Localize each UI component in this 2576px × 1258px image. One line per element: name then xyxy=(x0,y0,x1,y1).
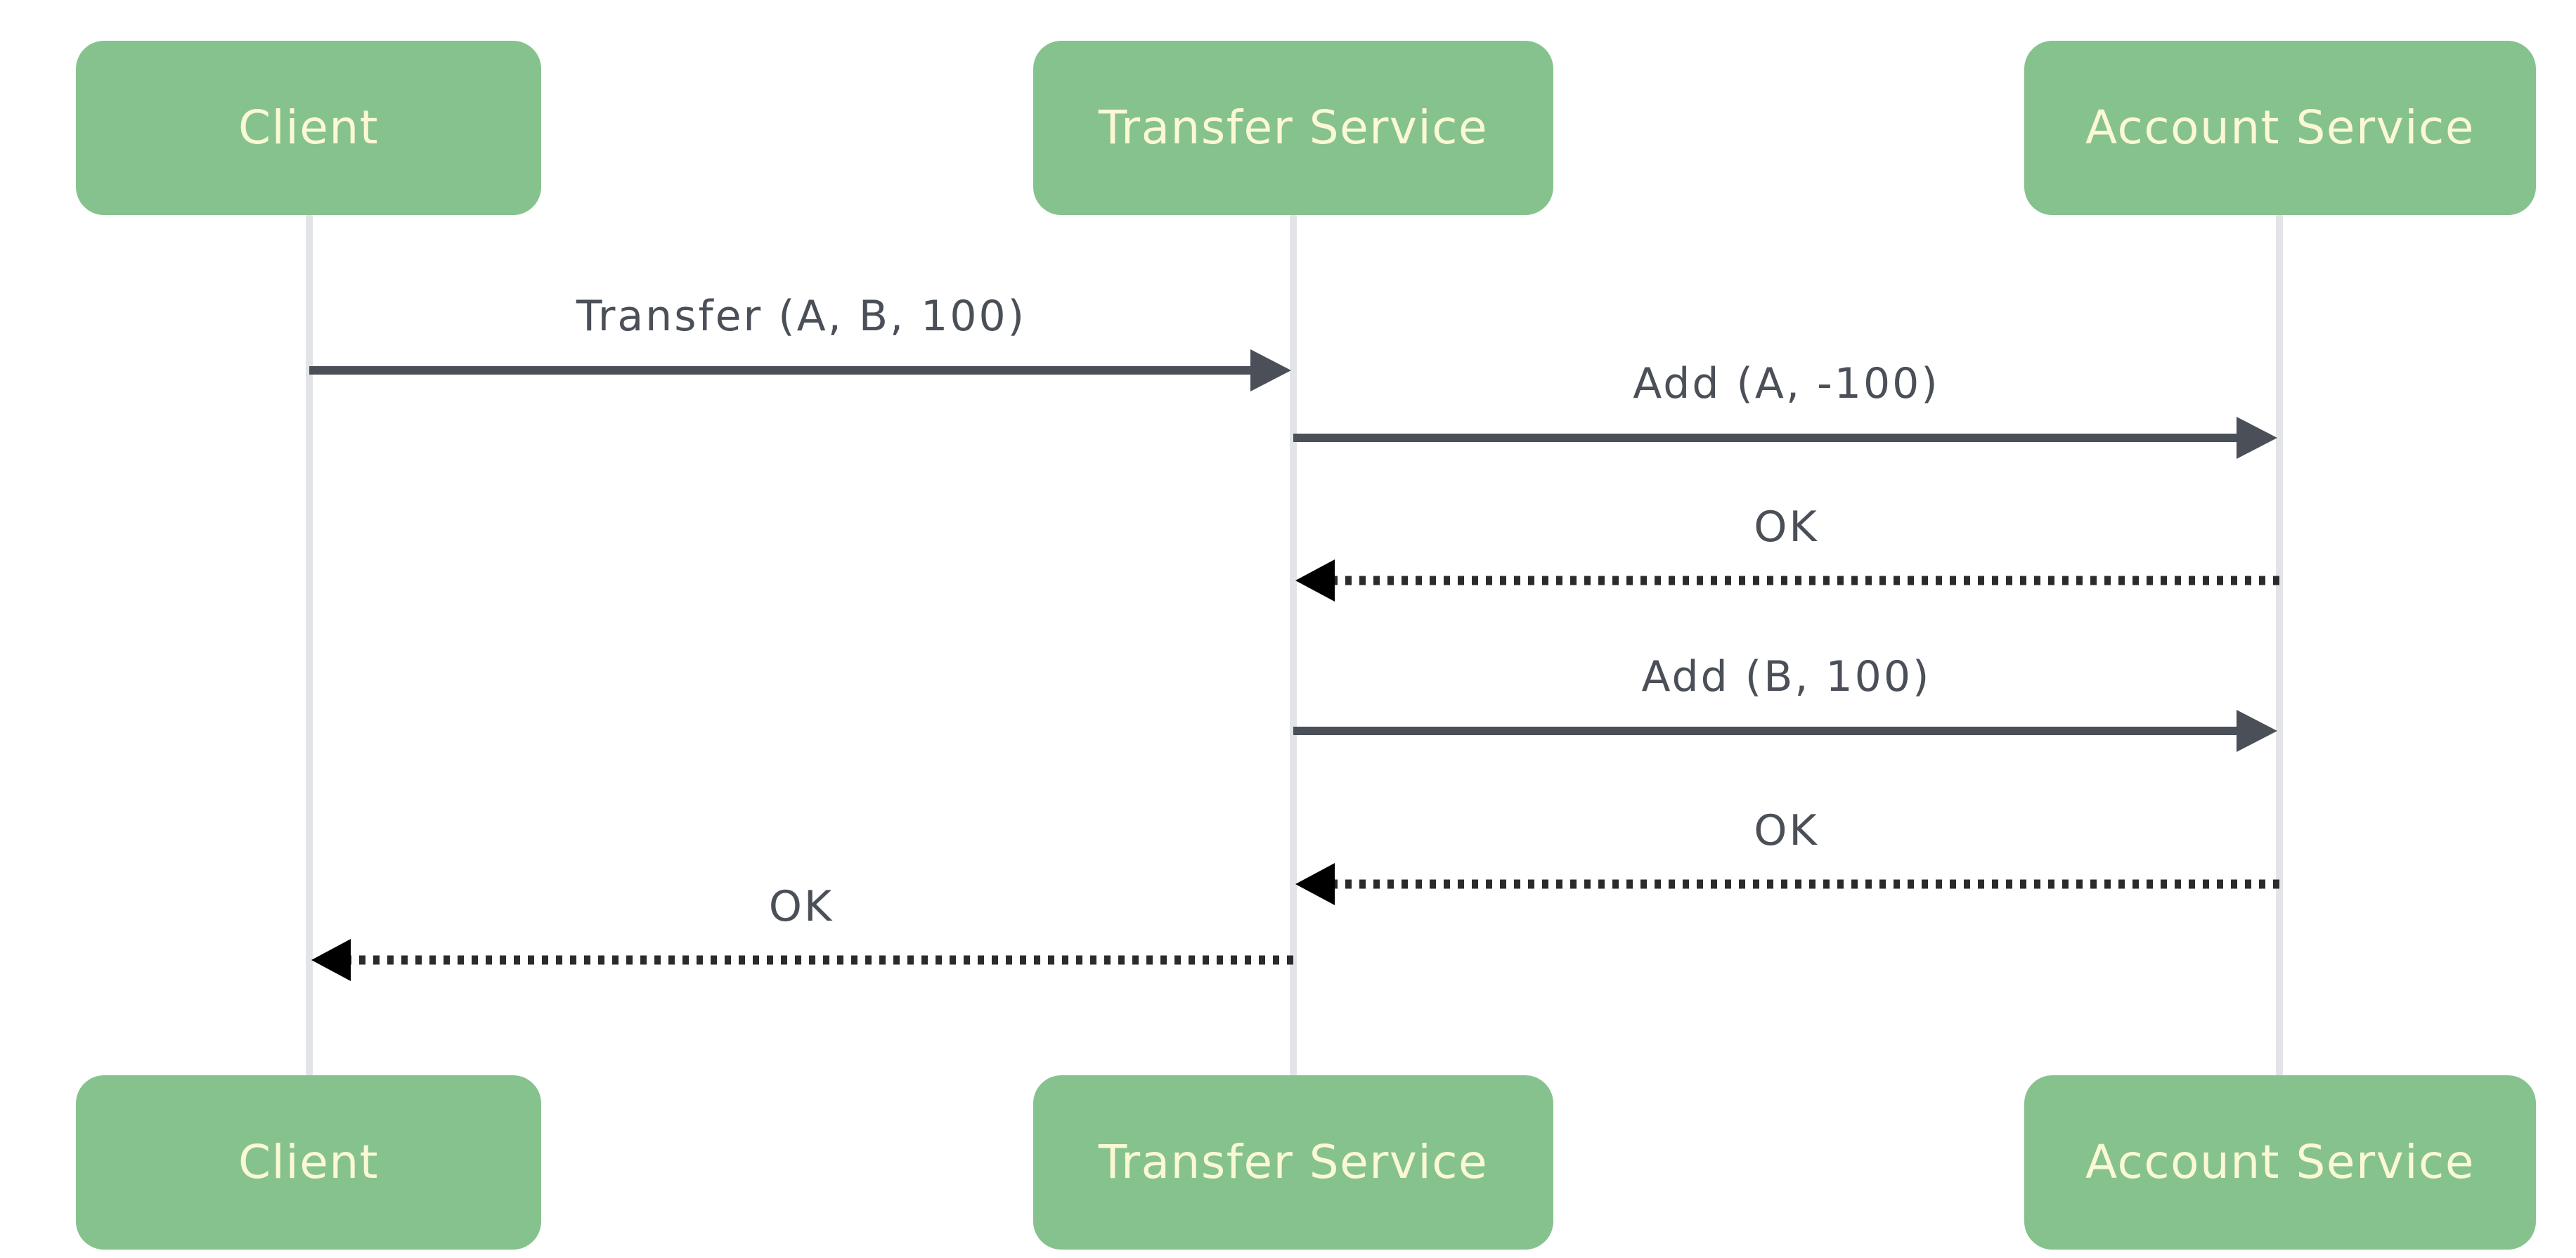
actor-rect xyxy=(1033,1075,1553,1250)
message-2[interactable]: Add (A, -100) xyxy=(1293,359,2277,459)
messages-layer: Transfer (A, B, 100) Add (A, -100) OK Add (… xyxy=(309,292,2279,981)
message-label-6: OK xyxy=(769,882,834,931)
lifeline-client xyxy=(306,215,313,1075)
message-label-2: Add (A, -100) xyxy=(1633,359,1939,408)
actor-box-bottom-client[interactable]: Client xyxy=(76,1075,541,1250)
message-label-1: Transfer (A, B, 100) xyxy=(576,292,1026,341)
arrowhead-1 xyxy=(1250,349,1291,391)
arrowhead-5 xyxy=(1295,863,1335,905)
actor-rect xyxy=(1033,41,1553,215)
actor-label: Account Service xyxy=(2085,1135,2475,1189)
arrowhead-2 xyxy=(2237,417,2277,459)
actor-rect xyxy=(2024,1075,2536,1250)
actor-label: Client xyxy=(238,1135,379,1189)
actor-box-top-client[interactable]: Client xyxy=(76,41,541,215)
message-6[interactable]: OK xyxy=(311,882,1293,981)
message-label-4: Add (B, 100) xyxy=(1642,652,1931,701)
arrowhead-6 xyxy=(311,939,351,981)
lifeline-transfer-service xyxy=(1290,215,1297,1075)
message-label-5: OK xyxy=(1754,806,1819,855)
arrowhead-4 xyxy=(2237,710,2277,752)
message-4[interactable]: Add (B, 100) xyxy=(1293,652,2277,752)
actor-box-bottom-transfer-service[interactable]: Transfer Service xyxy=(1033,1075,1553,1250)
actor-rect xyxy=(76,41,541,215)
actor-box-bottom-account-service[interactable]: Account Service xyxy=(2024,1075,2536,1250)
arrowhead-3 xyxy=(1295,559,1335,602)
actor-rect xyxy=(76,1075,541,1250)
message-1[interactable]: Transfer (A, B, 100) xyxy=(309,292,1291,391)
actor-box-top-account-service[interactable]: Account Service xyxy=(2024,41,2536,215)
message-label-3: OK xyxy=(1754,502,1819,552)
actor-label: Transfer Service xyxy=(1098,1135,1488,1189)
actor-rect xyxy=(2024,41,2536,215)
actor-label: Transfer Service xyxy=(1098,100,1488,155)
message-3[interactable]: OK xyxy=(1295,502,2279,602)
lifeline-account-service xyxy=(2276,215,2283,1075)
lifelines-layer xyxy=(306,215,2283,1075)
actor-label: Account Service xyxy=(2085,100,2475,155)
message-5[interactable]: OK xyxy=(1295,806,2279,905)
actor-label: Client xyxy=(238,100,379,155)
actor-box-top-transfer-service[interactable]: Transfer Service xyxy=(1033,41,1553,215)
